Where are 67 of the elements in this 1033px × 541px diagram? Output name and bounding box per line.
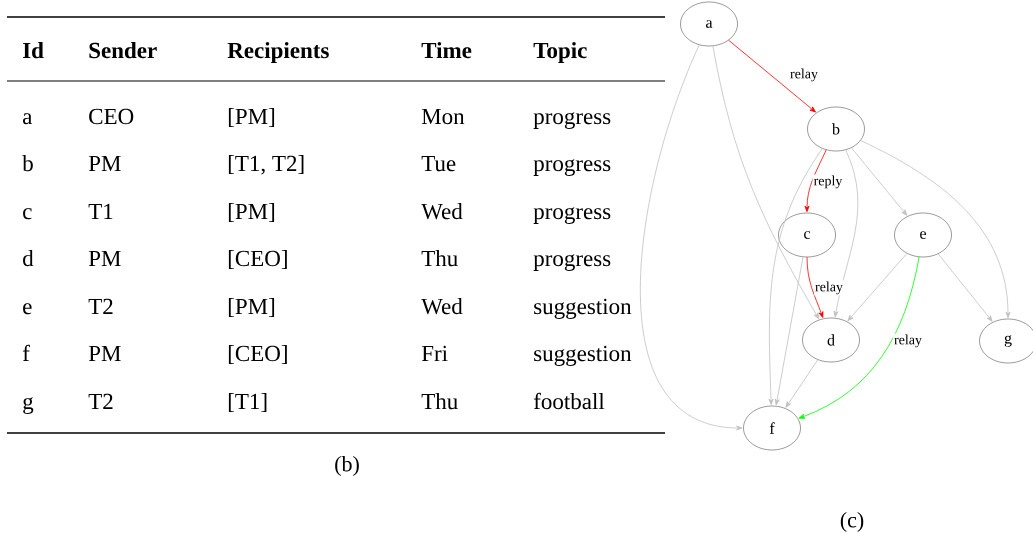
table-cell: Tue (421, 155, 456, 172)
arrow (860, 140, 1011, 319)
column-header: Sender (89, 42, 157, 59)
table-cell: [CEO] (228, 250, 287, 270)
table-cell: d (23, 250, 34, 267)
column-header: Recipients (227, 42, 329, 63)
table-cell: PM (88, 155, 121, 171)
table-cell: [CEO] (228, 345, 287, 365)
table-cell: progress (533, 207, 611, 224)
table-cell: T2 (88, 393, 113, 409)
arrow (851, 147, 908, 216)
arrow (798, 256, 920, 419)
arrow (639, 44, 743, 431)
table-cell: T2 (88, 298, 113, 314)
graph-node: c (778, 212, 836, 258)
graph-node: g (979, 318, 1033, 364)
column-header: Time (421, 42, 472, 59)
table-cell: e (23, 303, 32, 315)
table-cell: progress (533, 254, 611, 271)
graph-node: d (802, 317, 860, 363)
table-cell: f (22, 344, 30, 361)
table-cell: T1 (88, 203, 113, 219)
arrow (806, 256, 824, 318)
table-cell: Wed (421, 203, 463, 220)
table-cell: Fri (421, 345, 448, 361)
table-cell: suggestion (534, 345, 632, 366)
arrow (847, 252, 908, 322)
table-cell: Wed (421, 298, 463, 315)
arrow (728, 39, 816, 113)
table-cell: football (533, 392, 605, 410)
table-cell: CEO (89, 108, 134, 125)
column-header: Topic (533, 42, 587, 63)
table-cell: Mon (421, 108, 465, 125)
panel-caption: (c) (840, 512, 864, 532)
edge-label: relay (814, 280, 844, 296)
panel-caption: (b) (335, 456, 359, 476)
arrow (768, 148, 823, 406)
arrow (785, 359, 819, 408)
graph-node: f (743, 405, 801, 451)
table-cell: [PM] (228, 203, 275, 223)
arrow (774, 256, 804, 406)
table-cell: Thu (421, 393, 458, 410)
table-cell: [T1, T2] (228, 155, 304, 175)
arrow (712, 45, 820, 320)
graph-node: b (807, 106, 865, 152)
table-cell: [PM] (228, 298, 275, 318)
table-cell: Thu (421, 250, 458, 267)
arrow (804, 149, 827, 213)
table-cell: suggestion (534, 298, 632, 319)
table-cell: PM (88, 345, 121, 361)
table-cell: g (23, 397, 34, 414)
table-cell: progress (533, 112, 611, 129)
arrow (833, 149, 859, 318)
graph-node: e (894, 212, 952, 258)
table-cell: b (22, 155, 33, 172)
arrow (937, 253, 993, 322)
table-cell: PM (88, 250, 121, 266)
edge-label: reply (812, 174, 844, 190)
table-cell: a (23, 113, 33, 125)
table-cell: [T1] (228, 393, 267, 413)
graph-node: a (680, 1, 738, 47)
table-cell: progress (533, 159, 611, 176)
table-cell: [PM] (228, 108, 275, 128)
edge-label: relay (789, 67, 819, 83)
edge-label: relay (893, 333, 923, 349)
table-cell: c (23, 208, 32, 220)
column-header: Id (22, 42, 44, 59)
